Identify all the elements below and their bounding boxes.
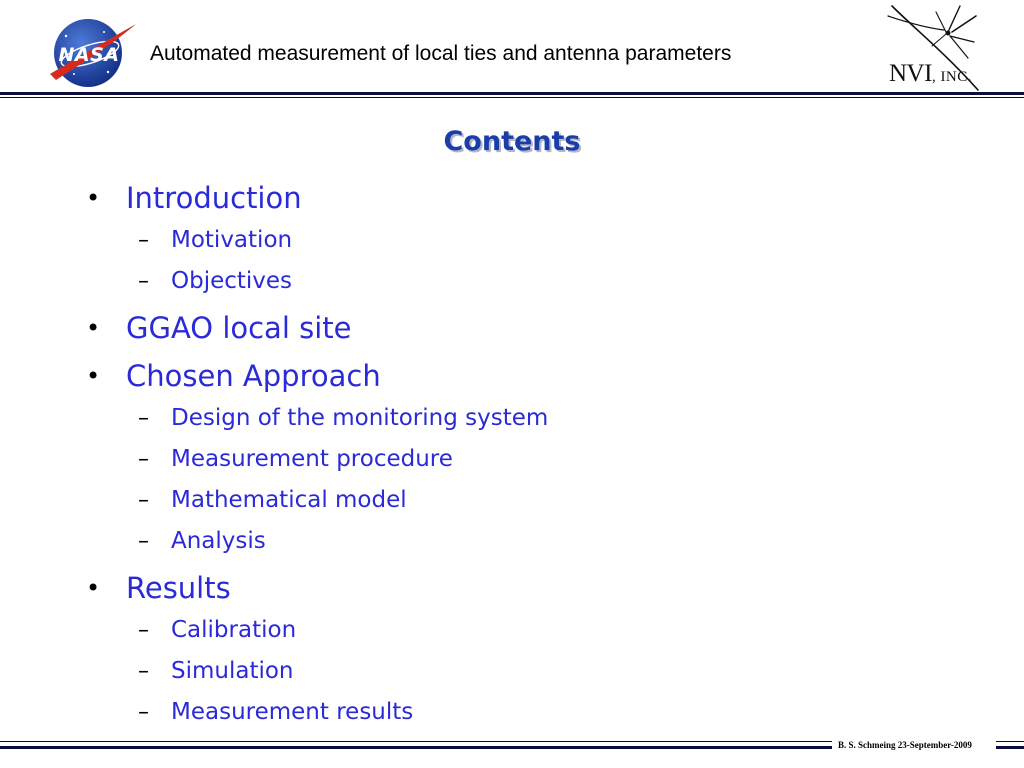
dash-icon: – <box>138 488 149 513</box>
dash-icon: – <box>138 659 149 684</box>
contents-sublist: –Motivation–Objectives <box>86 220 548 302</box>
bullet-icon: • <box>86 314 101 342</box>
contents-subitem: –Motivation <box>86 220 548 261</box>
contents-subitem: –Analysis <box>86 521 548 562</box>
dash-icon: – <box>138 269 149 294</box>
contents-subitem-label: Calibration <box>171 617 297 643</box>
dash-icon: – <box>138 529 149 554</box>
footer-rule-thin-left <box>0 741 832 742</box>
footer-credit: B. S. Schmeing 23-September-2009 <box>838 740 972 750</box>
nasa-logo-icon: NASA <box>50 19 136 87</box>
bullet-icon: • <box>86 362 101 390</box>
header-rule-thick <box>0 92 1024 95</box>
nvi-name: NVI <box>889 60 932 87</box>
contents-subitem-label: Measurement results <box>171 699 414 725</box>
bullet-icon: • <box>86 574 101 602</box>
footer-rule-thick-right <box>996 746 1024 749</box>
contents-item-label: Chosen Approach <box>126 359 381 393</box>
contents-subitem: –Objectives <box>86 261 548 302</box>
nasa-logo-text: NASA <box>59 44 120 66</box>
bullet-icon: • <box>86 184 101 212</box>
footer-rule-thick-left <box>0 746 832 749</box>
contents-subitem-label: Measurement procedure <box>171 446 453 472</box>
nvi-suffix: , INC. <box>931 69 973 85</box>
nvi-wordmark: NVI, INC. <box>889 60 972 88</box>
contents-subitem: –Mathematical model <box>86 480 548 521</box>
dash-icon: – <box>138 700 149 725</box>
contents-subitem: –Calibration <box>86 610 548 651</box>
contents-sublist: –Design of the monitoring system–Measure… <box>86 398 548 562</box>
contents-item: • GGAO local site <box>86 306 548 350</box>
header-rule-thin <box>0 97 1024 98</box>
contents-item: • Introduction <box>86 176 548 220</box>
dash-icon: – <box>138 406 149 431</box>
contents-subitem-label: Objectives <box>171 268 293 294</box>
contents-item-label: GGAO local site <box>126 311 352 345</box>
contents-item-label: Introduction <box>126 181 302 215</box>
slide-header: NASA Automated measurement of local ties… <box>0 0 1024 98</box>
dash-icon: – <box>138 228 149 253</box>
slide-title: Contents <box>443 126 581 157</box>
contents-subitem-label: Simulation <box>171 658 294 684</box>
contents-list: •Introduction–Motivation–Objectives•GGAO… <box>86 176 548 733</box>
contents-subitem-label: Motivation <box>171 227 293 253</box>
presentation-title: Automated measurement of local ties and … <box>150 42 732 65</box>
contents-subitem-label: Design of the monitoring system <box>171 405 549 431</box>
contents-item-label: Results <box>126 571 231 605</box>
dash-icon: – <box>138 618 149 643</box>
nvi-starburst-icon <box>887 5 979 91</box>
footer-rule-thin-right <box>996 741 1024 742</box>
contents-item: • Chosen Approach <box>86 354 548 398</box>
dash-icon: – <box>138 447 149 472</box>
contents-subitem: –Measurement procedure <box>86 439 548 480</box>
contents-subitem: –Design of the monitoring system <box>86 398 548 439</box>
contents-sublist: –Calibration–Simulation–Measurement resu… <box>86 610 548 733</box>
contents-subitem-label: Analysis <box>171 528 266 554</box>
contents-subitem: –Measurement results <box>86 692 548 733</box>
contents-subitem: –Simulation <box>86 651 548 692</box>
contents-subitem-label: Mathematical model <box>171 487 407 513</box>
contents-item: • Results <box>86 566 548 610</box>
